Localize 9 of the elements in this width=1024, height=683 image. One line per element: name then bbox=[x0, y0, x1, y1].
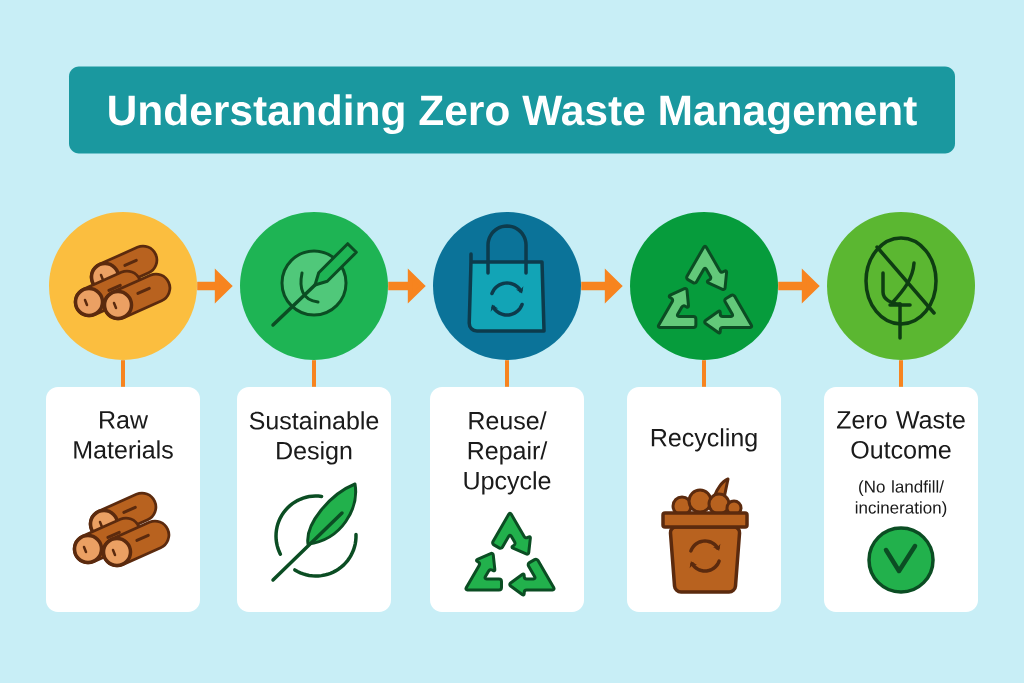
connector-line bbox=[505, 360, 509, 387]
connector-line bbox=[702, 360, 706, 387]
card: Reuse/ Repair/ Upcycle bbox=[430, 387, 584, 612]
card: Sustainable Design bbox=[237, 387, 391, 612]
connector-line bbox=[312, 360, 316, 387]
connector-line bbox=[899, 360, 903, 387]
title-banner: Understanding Zero Waste Management bbox=[69, 66, 955, 154]
step-circle bbox=[827, 212, 975, 360]
connector-line bbox=[121, 360, 125, 387]
